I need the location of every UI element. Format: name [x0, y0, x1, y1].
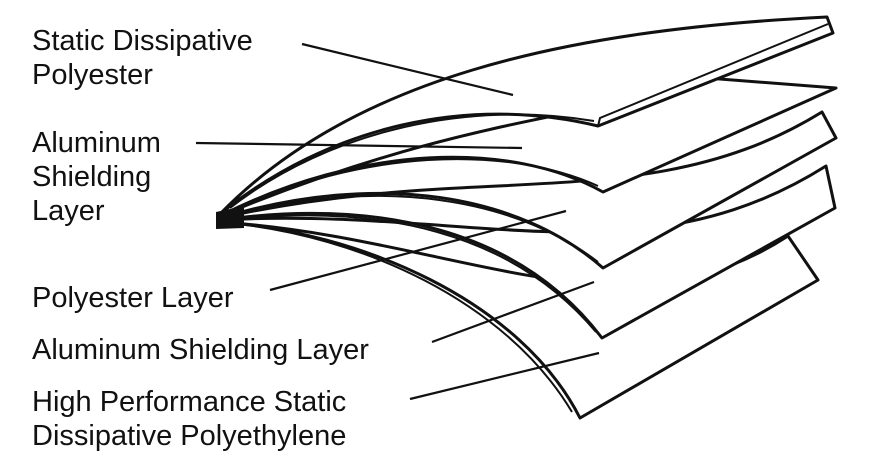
sheet-polyester: [218, 110, 838, 270]
leader-line-static-dissipative-polyester: [301, 42, 514, 97]
label-line: Polyester: [32, 59, 153, 91]
label-line: High Performance Static: [32, 386, 347, 418]
label-line: Polyester Layer: [32, 282, 234, 314]
leader-line-aluminum-top: [195, 141, 523, 150]
label-line: Aluminum: [32, 127, 161, 159]
layers-vertex: [216, 206, 244, 229]
leader-line-polyethylene: [409, 351, 600, 401]
leader-line-aluminum-bottom: [431, 280, 595, 344]
label-high-performance-polyethylene: High Performance Static Dissipative Poly…: [32, 385, 346, 453]
label-line: Aluminum Shielding Layer: [32, 334, 369, 366]
sheet-polyethylene: [218, 220, 820, 420]
label-static-dissipative-polyester: Static Dissipative Polyester: [32, 24, 253, 92]
label-polyester-layer: Polyester Layer: [32, 281, 234, 315]
leader-line-polyester-layer: [269, 209, 567, 292]
label-aluminum-shielding-layer-top: Aluminum Shielding Layer: [32, 126, 161, 228]
label-line: Layer: [32, 195, 105, 227]
sheet-top-polyester: [218, 15, 835, 216]
label-aluminum-shielding-layer-bottom: Aluminum Shielding Layer: [32, 333, 369, 367]
label-line: Static Dissipative: [32, 25, 253, 57]
label-line: Dissipative Polyethylene: [32, 420, 347, 452]
label-line: Shielding: [32, 161, 152, 193]
